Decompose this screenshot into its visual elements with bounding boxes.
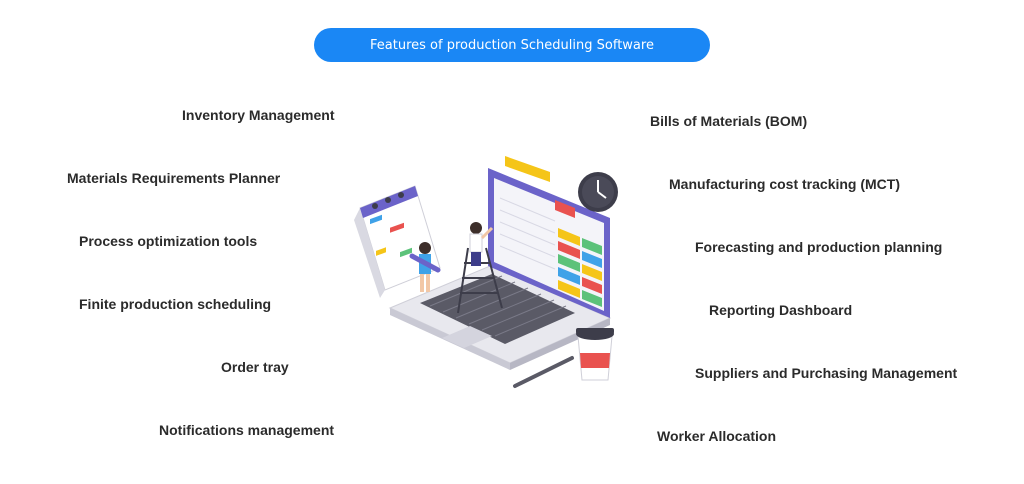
feature-process-optimization-tools: Process optimization tools (79, 233, 258, 249)
feature-materials-requirements-planner: Materials Requirements Planner (67, 170, 281, 186)
feature-bills-of-materials: Bills of Materials (BOM) (650, 113, 808, 129)
coffee-cup-icon (576, 328, 614, 381)
clock-icon (578, 172, 618, 212)
feature-reporting-dashboard: Reporting Dashboard (709, 302, 853, 318)
feature-order-tray: Order tray (221, 359, 289, 375)
ladder-icon (457, 247, 503, 314)
spreadsheet-grid (499, 197, 602, 307)
pencil-icon (409, 253, 574, 388)
title-banner: Features of production Scheduling Softwa… (314, 28, 710, 62)
sticky-note (555, 200, 575, 218)
sticky-note (505, 156, 550, 182)
scheduling-illustration (354, 156, 618, 388)
feature-manufacturing-cost-tracking: Manufacturing cost tracking (MCT) (669, 176, 901, 192)
feature-finite-production-scheduling: Finite production scheduling (79, 296, 272, 312)
feature-worker-allocation: Worker Allocation (657, 428, 777, 444)
feature-notifications-management: Notifications management (159, 422, 335, 438)
worker-figure (469, 222, 494, 266)
feature-inventory-management: Inventory Management (182, 107, 335, 123)
feature-suppliers-purchasing-management: Suppliers and Purchasing Management (695, 365, 958, 381)
feature-forecasting-production-planning: Forecasting and production planning (695, 239, 943, 255)
page-title: Features of production Scheduling Softwa… (370, 37, 654, 53)
